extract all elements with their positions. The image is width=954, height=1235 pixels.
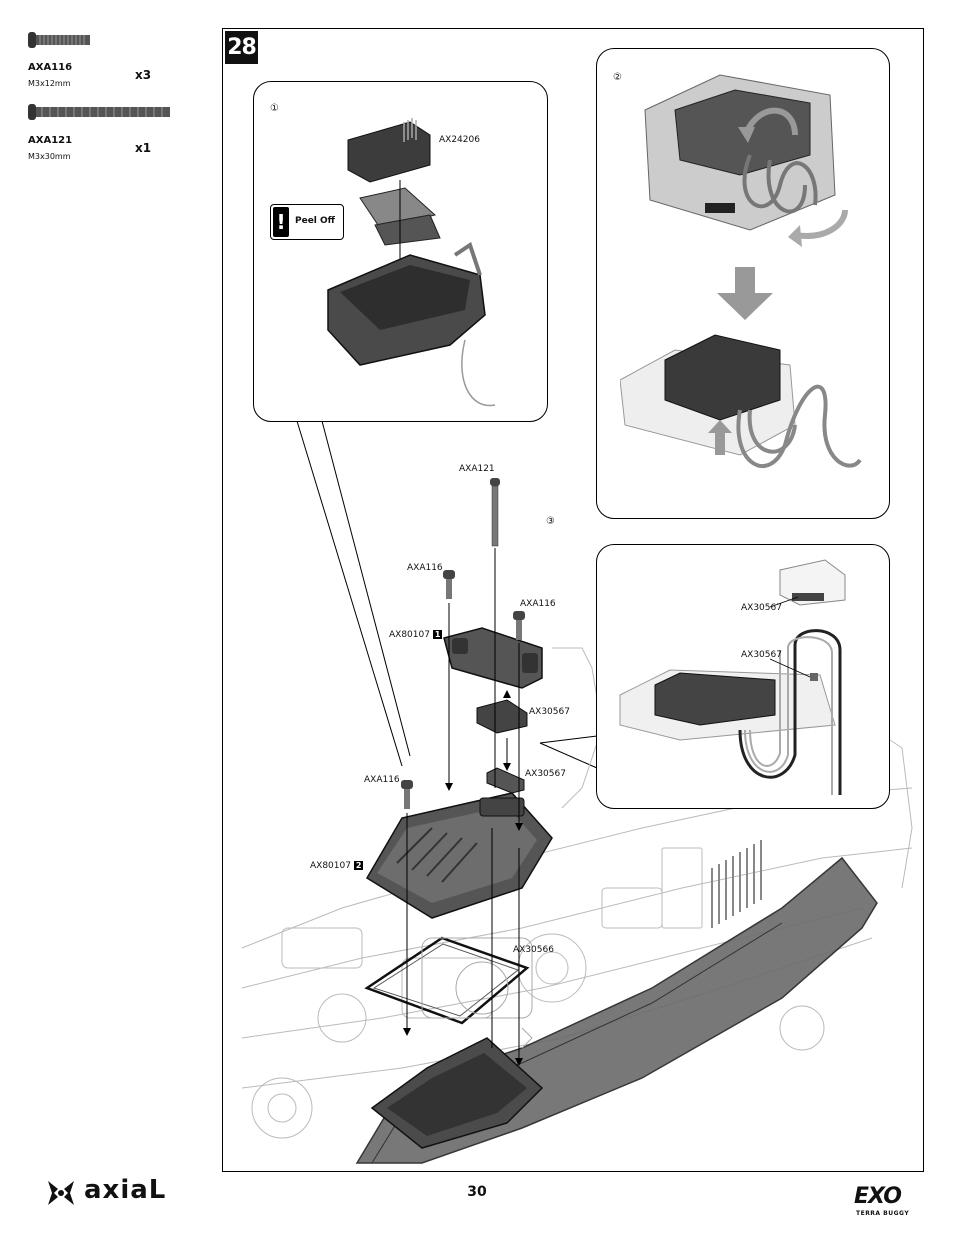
step-number-badge: 28: [225, 31, 258, 64]
step-frame: [222, 28, 924, 1172]
peel-off-warning: ! Peel Off: [270, 204, 344, 240]
label-ax80107-1-text: AX80107: [389, 630, 430, 640]
hardware-code-1: AXA116: [28, 62, 73, 73]
page-number: 30: [467, 1184, 487, 1200]
terra-buggy-text: TERRA BUGGY: [856, 1210, 910, 1217]
hardware-qty-1: x3: [135, 68, 152, 82]
wire-routing-illustration: [620, 74, 862, 468]
callout-1-marker: ①: [270, 103, 279, 114]
label-ax30567-b: AX30567: [525, 769, 566, 779]
label-ax80107-1: AX80107 1: [389, 630, 443, 640]
label-axa121: AXA121: [459, 464, 495, 474]
inset-label-ax30567-top: AX30567: [741, 603, 782, 613]
axial-logo: axiaL: [44, 1175, 184, 1211]
hardware-size-1: M3x12mm: [28, 79, 71, 88]
callout-3-marker: ③: [546, 516, 555, 527]
peel-off-text: Peel Off: [295, 216, 335, 226]
screw-icon-short: [28, 32, 90, 48]
label-axa116-b: AXA116: [520, 599, 556, 609]
axial-wordmark: axiaL: [84, 1175, 167, 1205]
label-ax80107-2: AX80107 2: [310, 861, 364, 871]
axial-mark-icon: [48, 1181, 74, 1205]
exo-logo: EXO TERRA BUGGY: [852, 1184, 924, 1218]
warning-icon: !: [273, 207, 289, 237]
label-ax80107-2-badge: 2: [353, 861, 364, 870]
hardware-code-2: AXA121: [28, 135, 73, 146]
label-axa116-c: AXA116: [364, 775, 400, 785]
callout-2-marker: ②: [613, 72, 622, 83]
screw-icon-long: [28, 104, 170, 120]
label-ax30566: AX30566: [513, 945, 554, 955]
label-ax80107-1-badge: 1: [432, 630, 443, 639]
inset-label-ax30567-mid: AX30567: [741, 650, 782, 660]
exo-wordmark: EXO: [854, 1184, 902, 1209]
label-ax80107-2-text: AX80107: [310, 861, 351, 871]
label-ax24206: AX24206: [439, 135, 480, 145]
label-axa116-a: AXA116: [407, 563, 443, 573]
pad-placement-illustration: [619, 559, 846, 795]
receiver-box-illustration: [327, 118, 496, 407]
label-ax30567-a: AX30567: [529, 707, 570, 717]
main-assembly-illustration: [241, 420, 913, 1164]
hardware-size-2: M3x30mm: [28, 152, 71, 161]
hardware-qty-2: x1: [135, 141, 152, 155]
